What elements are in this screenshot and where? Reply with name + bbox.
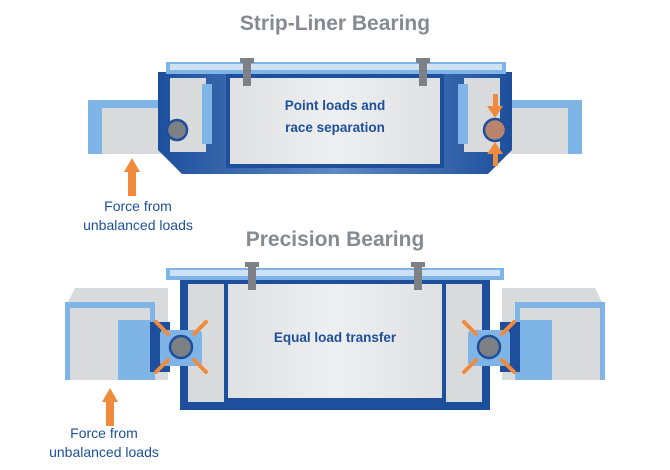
precision-force-caption-line2: unbalanced loads (49, 444, 159, 460)
left-bearing-ball (165, 118, 189, 142)
left-bearing-ball (168, 334, 194, 360)
central-block (226, 282, 444, 400)
bolt-icon (240, 58, 254, 86)
strip-liner-inner-label-line2: race separation (285, 120, 385, 135)
precision-inner-label: Equal load transfer (274, 330, 397, 345)
force-arrow-up-icon (124, 158, 140, 196)
strip-liner-force-caption-line1: Force from (104, 198, 172, 214)
force-arrow-up-icon (102, 388, 118, 426)
strip-liner-bearing: Strip-Liner Bearing (83, 12, 582, 233)
point-load-arrow-down-icon (487, 94, 503, 118)
strip-liner-inner-label-line1: Point loads and (285, 98, 386, 113)
strip-liner-title: Strip-Liner Bearing (240, 12, 430, 35)
bolt-icon (416, 58, 430, 86)
equal-load-arrows-icon (462, 320, 516, 374)
right-rail (502, 288, 605, 380)
strip-liner-force-caption-line2: unbalanced loads (83, 217, 193, 233)
right-bearing-ball (476, 334, 502, 360)
right-ball-cage (462, 320, 520, 374)
bolt-icon (411, 262, 425, 290)
left-rail (65, 288, 168, 380)
point-load-arrow-up-icon (487, 142, 503, 166)
left-ball-cage (150, 320, 208, 374)
equal-load-arrows-icon (154, 320, 208, 374)
central-block (228, 76, 442, 166)
right-liner-strip (458, 84, 468, 144)
stressed-bearing-ball (482, 117, 508, 143)
top-plate (166, 62, 506, 74)
top-plate (166, 268, 504, 280)
precision-title: Precision Bearing (246, 228, 425, 251)
precision-bearing: Precision Bearing (49, 228, 605, 460)
bolt-icon (245, 262, 259, 290)
precision-force-caption-line1: Force from (70, 425, 138, 441)
left-liner-strip (202, 84, 212, 144)
